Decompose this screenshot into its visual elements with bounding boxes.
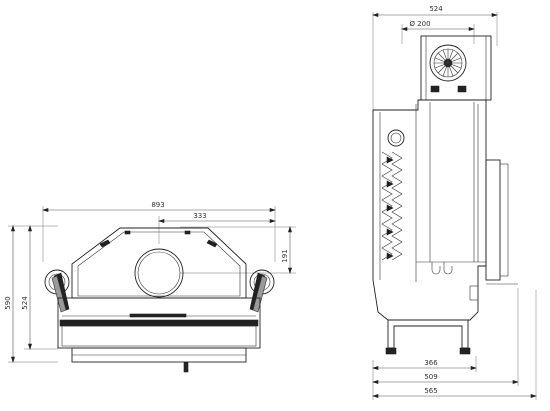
dimension-axis-height: 191 (180, 226, 296, 274)
dimension-base-inner: 366 (372, 356, 477, 400)
side-view: 524 Ø 200 (372, 5, 537, 400)
fan-wheel (429, 44, 467, 82)
dimension-label-590: 590 (4, 296, 12, 309)
dimension-label-565: 565 (424, 387, 437, 395)
dimension-overall-height: 590 (4, 225, 58, 363)
side-door-panel (485, 159, 501, 281)
left-vent-fan (44, 269, 70, 313)
dimension-body-height: 524 (21, 225, 58, 350)
dimension-base-overall: 565 (372, 290, 537, 400)
dimension-flue-diameter: Ø 200 (401, 20, 475, 44)
dimension-overall-width: 893 (42, 201, 276, 262)
dimension-label-191: 191 (281, 249, 289, 262)
dimension-label-366: 366 (424, 359, 438, 367)
dimension-base-middle: 509 (372, 288, 519, 386)
dimension-label-333: 333 (193, 212, 206, 220)
dimension-top-width: 524 (372, 5, 498, 110)
side-legs (385, 285, 479, 355)
dimension-label-893: 893 (151, 201, 164, 209)
dimension-label-diameter: Ø 200 (409, 20, 430, 28)
dimension-label-524: 524 (21, 296, 29, 310)
dimension-label-509: 509 (424, 373, 437, 381)
front-view: 893 333 191 590 (4, 201, 296, 373)
dimension-axis-offset: 333 (158, 212, 276, 244)
heat-exchanger-zigzag (381, 151, 393, 261)
flue-outlet-circle (134, 248, 184, 298)
right-vent-fan (249, 269, 275, 313)
dimension-label-side-524: 524 (429, 5, 443, 13)
